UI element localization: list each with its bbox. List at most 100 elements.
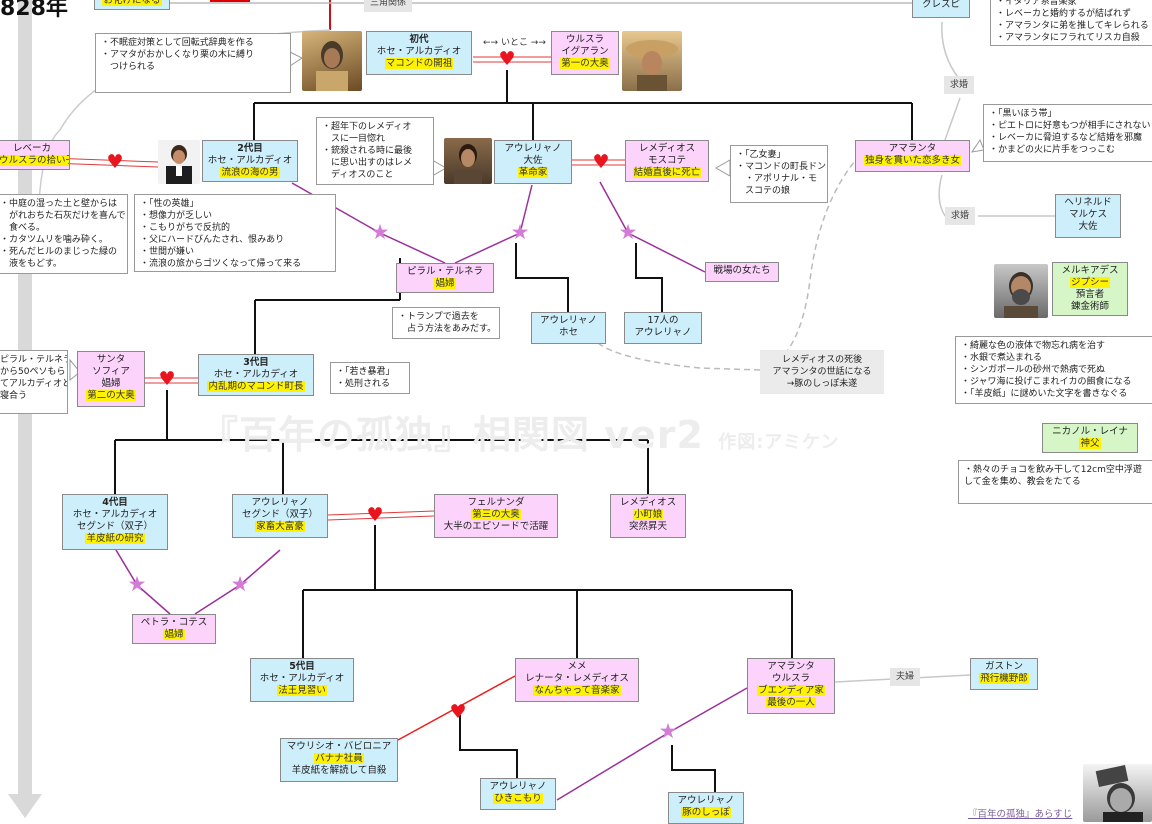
node-mauricio-babilonia[interactable]: マウリシオ・バビロニア バナナ社員 羊皮紙を解読して自殺 bbox=[280, 738, 398, 782]
gerineldo-name1: ヘリネルド bbox=[1064, 197, 1112, 208]
node-aureliano-hikikomori[interactable]: アウレリャノ ひきこもり bbox=[480, 778, 556, 810]
node-nicanor-reyna[interactable]: ニカノル・レイナ 神父 bbox=[1042, 423, 1138, 453]
note-jose2-line: ・世間が嫌い bbox=[140, 247, 195, 257]
note-santa-sofia-line: てアルカディオと bbox=[0, 379, 68, 389]
melquiades-name: メルキアデス bbox=[1061, 265, 1119, 276]
note-pilar-line: ・トランプで過去を bbox=[398, 312, 479, 322]
node-jose-arcadio-5[interactable]: 5代目 ホセ・アルカディオ 法王見習い bbox=[250, 658, 354, 702]
note-crespi-line: ・アマランタに弟を推してキレられる bbox=[996, 21, 1149, 31]
note-melquiades-line: ・「羊皮紙」に謎めいた文字を書きなぐる bbox=[961, 389, 1128, 399]
node-ursula[interactable]: ウルスラ イグアラン 第一の大奥 bbox=[551, 31, 619, 75]
jose5-role: 法王見習い bbox=[277, 685, 327, 696]
aureliano-col-name2: 大佐 bbox=[523, 155, 543, 166]
node-top-left-role: お化けになる bbox=[102, 0, 162, 6]
node-crespi[interactable]: クレスピ bbox=[912, 0, 970, 18]
summary-link[interactable]: 『百年の孤独』あらすじ bbox=[968, 809, 1073, 820]
note-rebeca-line: 食べる。 bbox=[0, 223, 46, 233]
jose4-role: 羊皮紙の研究 bbox=[85, 533, 145, 544]
spouse-label: 夫婦 bbox=[890, 668, 921, 686]
node-petra-cotes[interactable]: ペトラ・コテス 娼婦 bbox=[132, 614, 216, 644]
note-melquiades-line: ・ジャワ海に投げこまれイカの餌食になる bbox=[961, 377, 1132, 387]
santa-sofia-name2: ソフィア bbox=[92, 366, 130, 377]
watermark-title-text: 『百年の孤独』相関図 ver2 bbox=[200, 413, 704, 457]
node-jose-arcadio-2[interactable]: 2代目 ホセ・アルカディオ 流浪の海の男 bbox=[202, 140, 298, 182]
ursula-photo bbox=[622, 31, 682, 91]
node-aureliano-pig-tail[interactable]: アウレリャノ 豚のしっぽ bbox=[668, 792, 744, 824]
note-santa-sofia: ピラル・テルネラ から50ペソもらっ てアルカディオと 寝合う bbox=[0, 350, 68, 414]
petra-name: ペトラ・コテス bbox=[140, 617, 208, 628]
node-aureliano-colonel[interactable]: アウレリャノ 大佐 革命家 bbox=[494, 140, 572, 184]
cousin-label: ←→ いとこ →→ bbox=[483, 38, 546, 48]
author-photo bbox=[1083, 764, 1152, 822]
watermark-title: 『百年の孤独』相関図 ver2 作図:アミケン bbox=[200, 404, 840, 459]
note-jose2: ・「性の英雄」 ・想像力が乏しい ・こもりがちで反抗的 ・父にハードびんたされ、… bbox=[134, 194, 336, 272]
aureliano-jose-name2: ホセ bbox=[558, 327, 578, 338]
rebeca-role: ウルスラの拾い子 bbox=[0, 155, 69, 166]
aureliano4-name2: セグンド（双子） bbox=[241, 509, 318, 520]
node-amaranta-ursula[interactable]: アマランタ ウルスラ ブエンディア家 最後の一人 bbox=[747, 658, 835, 714]
node-pilar-ternera[interactable]: ピラル・テルネラ 娼婦 bbox=[396, 263, 494, 293]
proposal-label-1: 求婚 bbox=[944, 76, 975, 94]
remedios-b-desc: 突然昇天 bbox=[628, 521, 667, 532]
node-meme[interactable]: メメ レナータ・レメディオス なんちゃって音楽家 bbox=[515, 658, 639, 702]
note-jose2-line: ・こもりがちで反抗的 bbox=[140, 223, 231, 233]
aureliano-pig-name: アウレリャノ bbox=[677, 795, 735, 806]
aureliano4-role: 家畜大富豪 bbox=[255, 521, 305, 532]
note-jose2-line: ・流浪の旅からゴツくなって帰って来る bbox=[140, 259, 302, 269]
triangle-relation-label: 三角関係 bbox=[364, 0, 413, 12]
aureliano-photo bbox=[444, 138, 492, 184]
note-remedios-moscote: ・「乙女妻」 ・マコンドの町長ドン ・アポリナル・モ スコテの娘 bbox=[730, 145, 828, 203]
node-santa-sofia[interactable]: サンタ ソフィア 娼婦 第二の大奥 bbox=[77, 351, 145, 407]
node-gaston[interactable]: ガストン 飛行機野郎 bbox=[970, 658, 1038, 690]
ursula-name1: ウルスラ bbox=[565, 34, 604, 45]
meme-role: なんちゃって音楽家 bbox=[533, 685, 621, 696]
note-melquiades-line: ・水銀で煮込まれる bbox=[961, 353, 1043, 363]
jose5-name: ホセ・アルカディオ bbox=[259, 673, 345, 684]
nicanor-role: 神父 bbox=[1079, 438, 1101, 449]
node-jose-arcadio-4[interactable]: 4代目 ホセ・アルカディオ セグンド（双子） 羊皮紙の研究 bbox=[62, 494, 168, 550]
note-aureliano-line: スに一目惚れ bbox=[322, 134, 386, 144]
node-aureliano-jose[interactable]: アウレリャノ ホセ bbox=[531, 312, 606, 344]
node-fernanda[interactable]: フェルナンダ 第三の大奥 大半のエピソードで活躍 bbox=[434, 494, 558, 538]
aurelianos17-name1: 17人の bbox=[647, 315, 679, 326]
node-top-red bbox=[210, 0, 250, 2]
fernanda-desc: 大半のエピソードで活躍 bbox=[443, 521, 549, 532]
aureliano-hiki-role: ひきこもり bbox=[493, 793, 543, 804]
note-remedios-death-line: アマランタの世話になる bbox=[772, 367, 872, 377]
node-gerineldo[interactable]: ヘリネルド マルケス 大佐 bbox=[1055, 194, 1121, 238]
heart-icon: ♥ bbox=[106, 151, 124, 173]
note-jose3-line: ・処刑される bbox=[336, 379, 391, 389]
node-melquiades[interactable]: メルキアデス ジプシー 預言者 錬金術師 bbox=[1052, 262, 1128, 316]
mauricio-name: マウリシオ・バビロニア bbox=[286, 741, 392, 752]
note-rebeca-line: 液をもどす。 bbox=[0, 259, 62, 269]
santa-sofia-name1: サンタ bbox=[96, 354, 126, 365]
proposal-label-2: 求婚 bbox=[945, 207, 976, 225]
node-rebeca[interactable]: レベーカ ウルスラの拾い子 bbox=[0, 140, 70, 170]
note-santa-sofia-line: 寝合う bbox=[0, 391, 28, 401]
node-remedios-moscote[interactable]: レメディオス モスコテ 結婚直後に死亡 bbox=[625, 140, 709, 182]
node-aureliano-segundo[interactable]: アウレリャノ セグンド（双子） 家畜大富豪 bbox=[232, 494, 328, 538]
note-aureliano-line: ・銃殺される時に最後 bbox=[322, 146, 413, 156]
jose2-name: ホセ・アルカディオ bbox=[207, 155, 293, 166]
note-nicanor-line: ・熱々のチョコを飲み干して12cm空中浮遊 bbox=[964, 465, 1142, 475]
amaranta-u-role2: 最後の一人 bbox=[766, 697, 816, 708]
jose4-gen: 4代目 bbox=[102, 497, 128, 508]
node-17-aurelianos[interactable]: 17人の アウレリャノ bbox=[624, 312, 702, 344]
note-jose2-line: ・父にハードびんたされ、恨みあり bbox=[140, 235, 285, 245]
note-jose1: ・不眠症対策として回転式辞典を作る ・アマタがおかしくなり栗の木に縛り つけられ… bbox=[95, 33, 291, 93]
note-amaranta-line: ・かまどの火に片手をつっこむ bbox=[989, 145, 1116, 155]
node-amaranta[interactable]: アマランタ 独身を貫いた恋多き女 bbox=[855, 140, 970, 172]
melquiades-role3: 錬金術師 bbox=[1070, 301, 1109, 312]
node-jose-arcadio-1[interactable]: 初代 ホセ・アルカディオ マコンドの開祖 bbox=[366, 31, 472, 75]
jose1-gen: 初代 bbox=[409, 34, 429, 45]
mauricio-role: バナナ社員 bbox=[314, 753, 364, 764]
petra-role: 娼婦 bbox=[163, 629, 185, 640]
heart-icon: ♥ bbox=[366, 504, 384, 526]
node-top-left[interactable]: お化けになる bbox=[94, 0, 170, 10]
node-war-women[interactable]: 戦場の女たち bbox=[705, 262, 779, 282]
remedios-b-name: レメディオス bbox=[619, 497, 677, 508]
santa-sofia-role2: 第二の大奥 bbox=[86, 390, 136, 401]
node-jose-arcadio-3[interactable]: 3代目 ホセ・アルカディオ 内乱期のマコンド町長 bbox=[198, 354, 314, 396]
amaranta-role: 独身を貫いた恋多き女 bbox=[863, 155, 961, 166]
node-remedios-beauty[interactable]: レメディオス 小町娘 突然昇天 bbox=[610, 494, 686, 538]
